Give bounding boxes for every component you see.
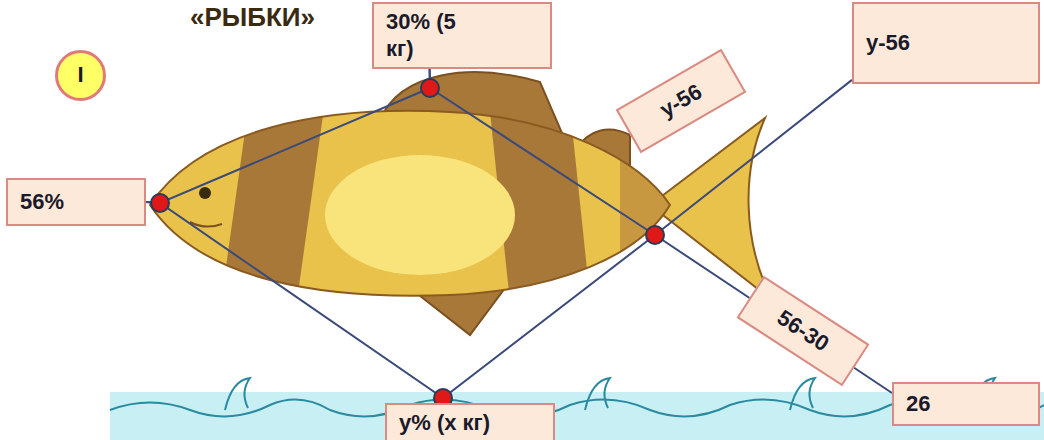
value-box: 30% (5 кг) bbox=[372, 2, 552, 69]
node-text: 26 bbox=[906, 391, 1026, 417]
vertex-dot bbox=[151, 194, 169, 212]
number-circle: I bbox=[55, 50, 106, 101]
node-text: I bbox=[77, 62, 83, 88]
fish bbox=[150, 72, 772, 335]
node-text: у-56 bbox=[866, 30, 1026, 56]
edge-label-box: 56-30 bbox=[737, 276, 870, 387]
vertex-dot bbox=[646, 226, 664, 244]
vertex-dot bbox=[421, 79, 439, 97]
value-box: у% (х кг) bbox=[385, 403, 555, 440]
edge-label: у-56 bbox=[655, 79, 706, 124]
result-box: у-56 bbox=[852, 2, 1040, 84]
connector-line bbox=[146, 69, 430, 203]
node-text: 56% bbox=[20, 189, 132, 215]
edge-label-box: у-56 bbox=[616, 49, 747, 153]
value-box: 56% bbox=[6, 178, 146, 226]
node-text: у% (х кг) bbox=[399, 410, 541, 436]
title: «РЫБКИ» bbox=[190, 2, 315, 33]
node-text: 30% (5 кг) bbox=[386, 9, 476, 62]
result-box: 26 bbox=[892, 382, 1040, 426]
edge-label: 56-30 bbox=[772, 305, 834, 358]
connector-line bbox=[146, 202, 443, 403]
